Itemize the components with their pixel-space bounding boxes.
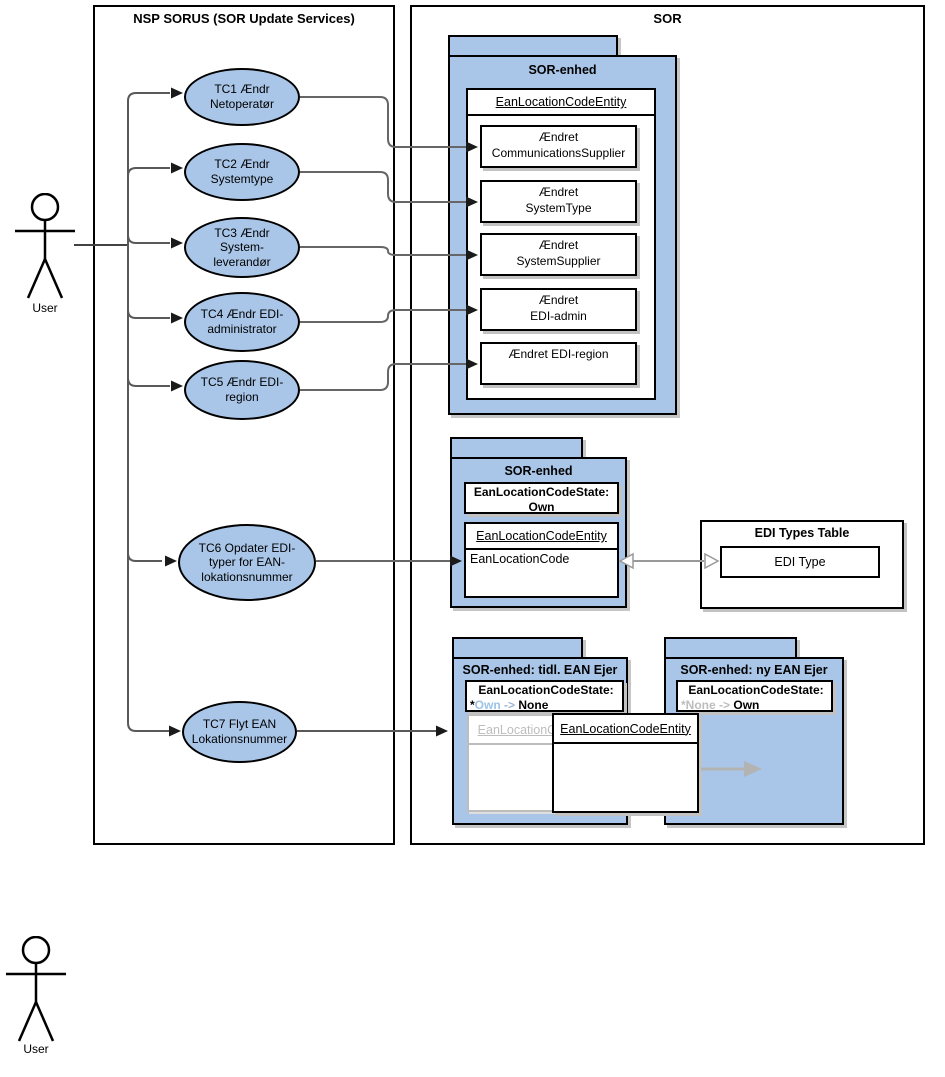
- actor-user-top-label: User: [32, 301, 58, 315]
- update-package-title: SOR-enhed: [528, 63, 597, 77]
- use-case-tc5-label: TC5 Ændr EDI- region: [200, 375, 284, 404]
- state-transition: *Own -> None: [470, 698, 622, 713]
- use-case-tc7-label: TC7 Flyt EAN Lokationsnummer: [191, 717, 288, 746]
- state-to: None: [518, 698, 549, 712]
- state-transition: *None -> Own: [681, 698, 831, 713]
- use-case-tc2-label: TC2 Ændr Systemtype: [210, 157, 274, 186]
- edi-type-item: EDI Type: [720, 546, 880, 578]
- event-changed-edi-admin: Ændret EDI-admin: [480, 288, 637, 331]
- event-changed-edi-region: Ændret EDI-region: [480, 342, 637, 385]
- edi-package-title: SOR-enhed: [504, 464, 573, 478]
- moved-entity-class-title: EanLocationCodeEntity: [552, 713, 699, 744]
- state-from: None: [685, 698, 716, 712]
- state-value: Own: [528, 500, 555, 514]
- use-case-tc1-label: TC1 Ændr Netoperatør: [209, 82, 275, 111]
- edi-package-tab: [450, 437, 583, 459]
- event-changed-systemsupplier: Ændret SystemSupplier: [480, 233, 637, 276]
- new-owner-package-title: SOR-enhed: ny EAN Ejer: [680, 663, 828, 677]
- use-case-tc1: TC1 Ændr Netoperatør: [184, 68, 300, 126]
- event-changed-communicationssupplier: Ændret CommunicationsSupplier: [480, 125, 637, 168]
- use-case-tc5: TC5 Ændr EDI- region: [184, 360, 300, 420]
- use-case-tc2: TC2 Ændr Systemtype: [184, 143, 300, 201]
- actor-user-bottom-label: User: [23, 1042, 49, 1056]
- state-title: EanLocationCodeState:: [688, 683, 824, 697]
- edi-package-state-box: EanLocationCodeState: Own: [464, 482, 619, 514]
- edi-types-table-title: EDI Types Table: [754, 526, 850, 540]
- new-owner-state-box: EanLocationCodeState: *None -> Own: [676, 680, 833, 712]
- actor-user-bottom-icon: [6, 936, 66, 1042]
- nsp-sorus-title: NSP SORUS (SOR Update Services): [133, 11, 355, 26]
- state-title: EanLocationCodeState:: [473, 485, 610, 499]
- use-case-tc6-label: TC6 Opdater EDI- typer for EAN- lokation…: [198, 540, 296, 584]
- old-owner-state-box: EanLocationCodeState: *Own -> None: [465, 680, 624, 712]
- state-arrow: ->: [504, 698, 516, 712]
- use-case-tc4-label: TC4 Ændr EDI- administrator: [200, 307, 284, 336]
- state-star: *: [470, 698, 475, 712]
- state-from: Own: [474, 698, 501, 712]
- new-owner-package-tab: [664, 637, 797, 659]
- use-case-tc3-label: TC3 Ændr System- leverandør: [213, 225, 271, 269]
- old-owner-package-tab: [452, 637, 583, 659]
- use-case-tc4: TC4 Ændr EDI- administrator: [184, 292, 300, 352]
- state-to: Own: [733, 698, 760, 712]
- actor-user-top-icon: [15, 193, 75, 299]
- event-changed-systemtype: Ændret SystemType: [480, 180, 637, 223]
- use-case-tc3: TC3 Ændr System- leverandør: [184, 217, 300, 278]
- state-star: *: [681, 698, 686, 712]
- sor-title: SOR: [653, 11, 682, 26]
- edi-entity-class-title: EanLocationCodeEntity: [464, 522, 619, 550]
- old-owner-package-title: SOR-enhed: tidl. EAN Ejer: [462, 663, 618, 677]
- use-case-tc7: TC7 Flyt EAN Lokationsnummer: [182, 701, 297, 763]
- update-entity-class-title: EanLocationCodeEntity: [466, 88, 656, 116]
- state-arrow: ->: [719, 698, 731, 712]
- use-case-tc6: TC6 Opdater EDI- typer for EAN- lokation…: [178, 524, 316, 601]
- edi-entity-attribute: EanLocationCode: [464, 548, 619, 598]
- moved-entity-class-body: [552, 742, 699, 813]
- state-title: EanLocationCodeState:: [478, 683, 614, 697]
- update-package-tab: [448, 35, 618, 57]
